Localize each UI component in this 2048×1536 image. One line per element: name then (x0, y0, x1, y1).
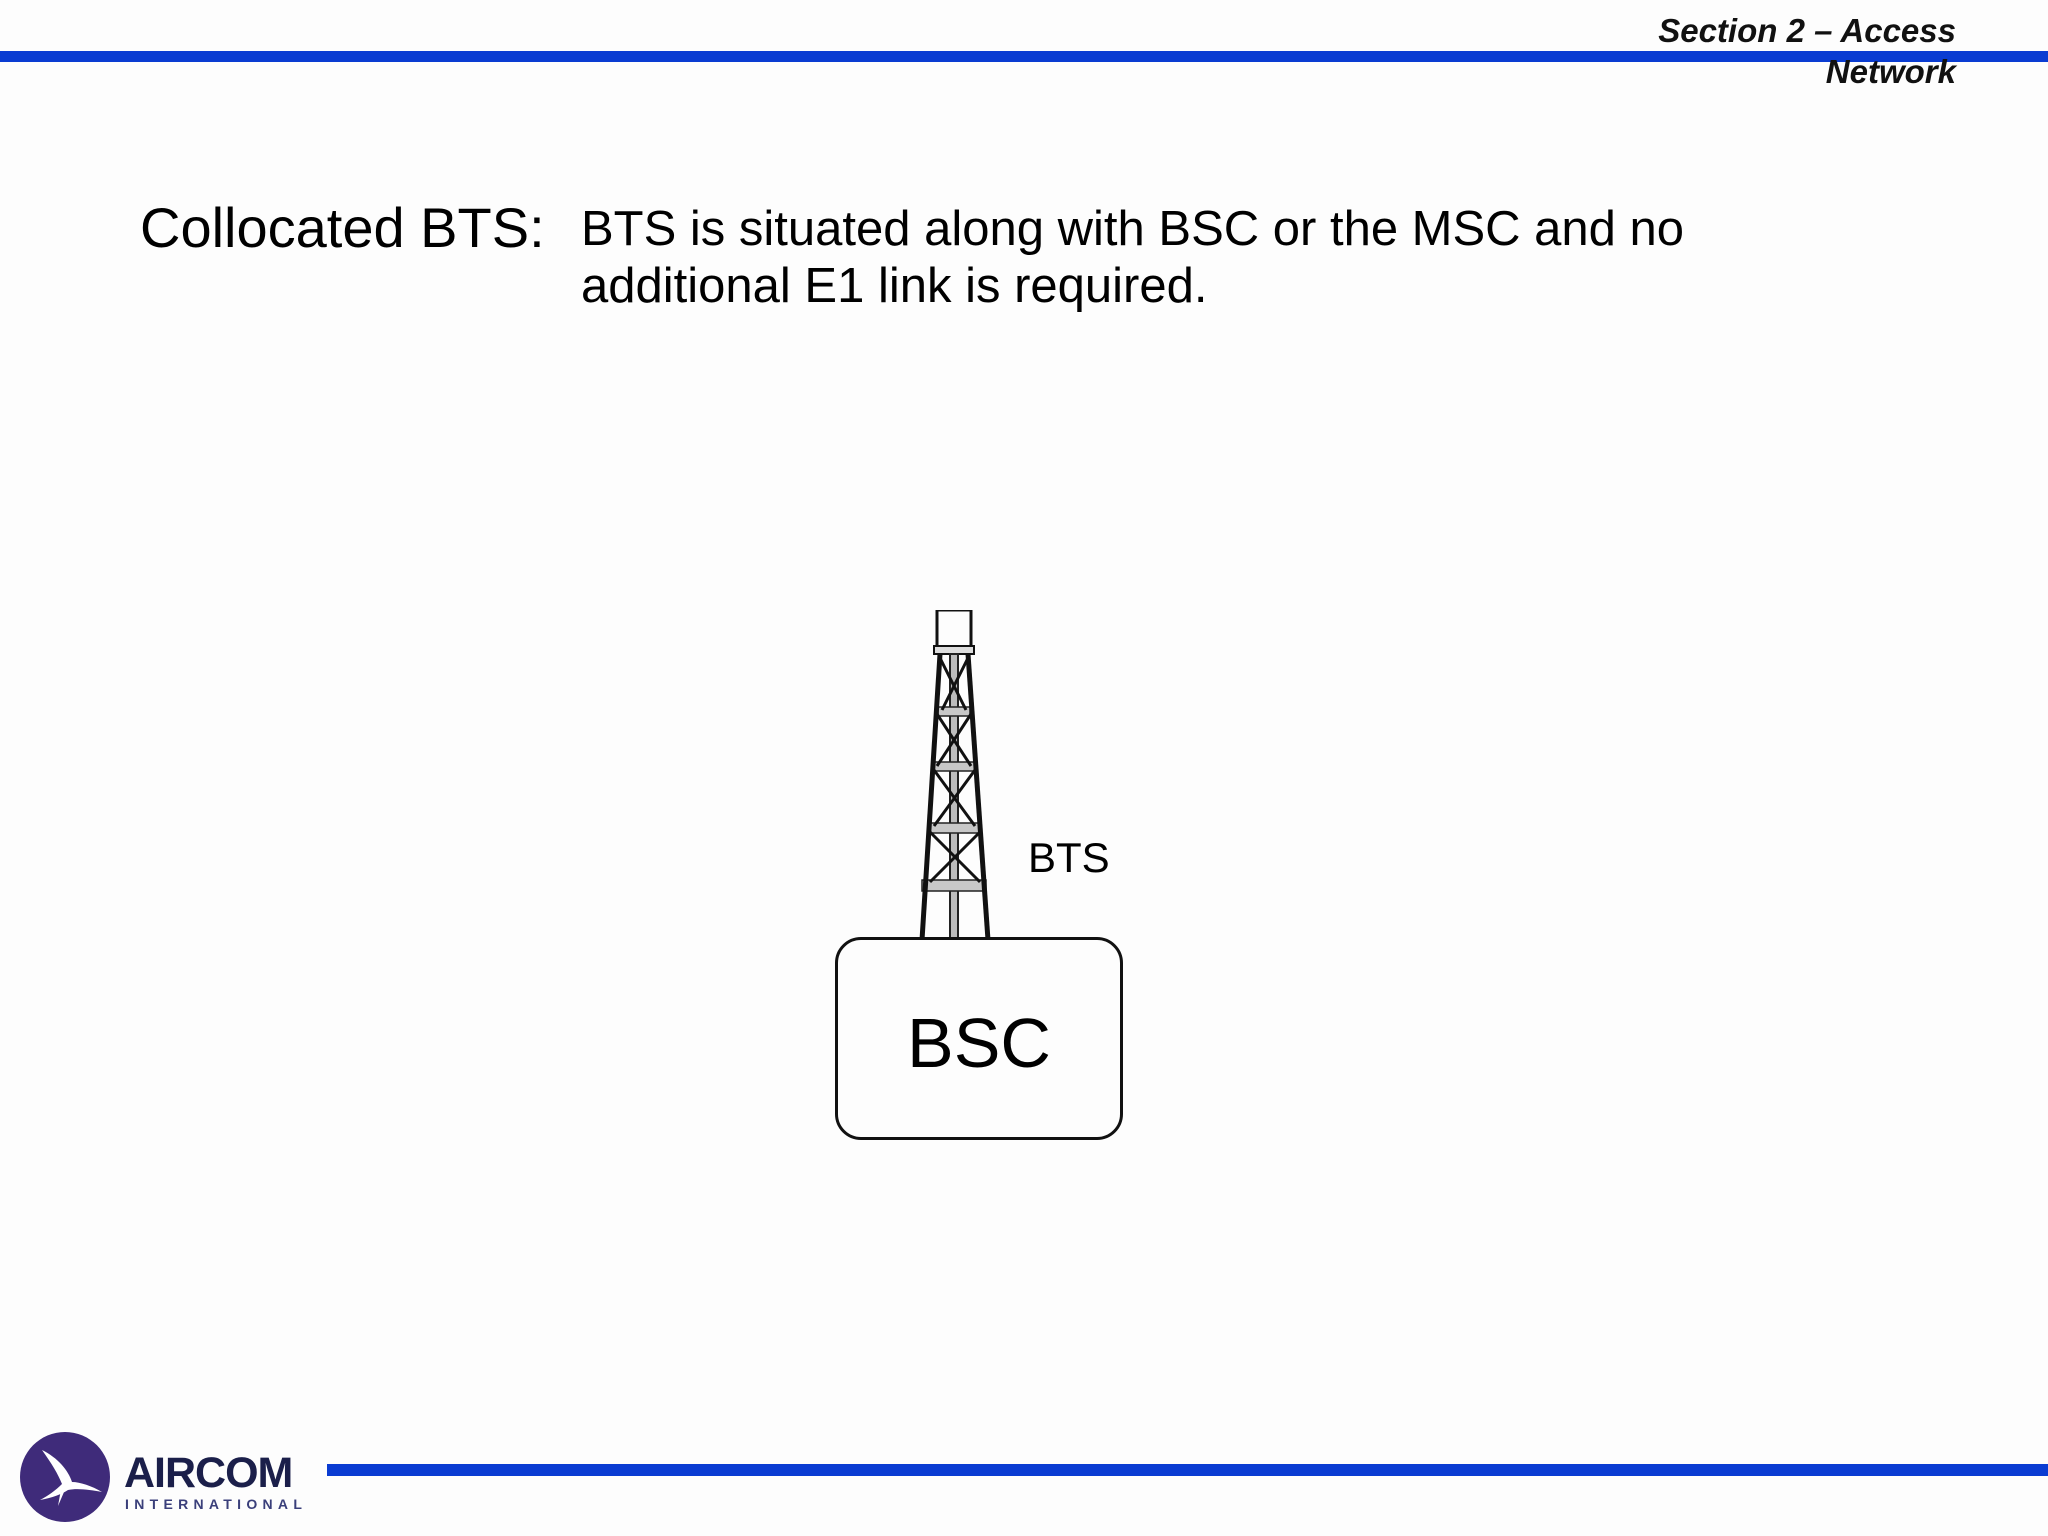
section-title-line-1: Section 2 – Access (1658, 12, 1956, 49)
bts-label: BTS (1028, 834, 1110, 881)
logo-subtitle: INTERNATIONAL (125, 1496, 308, 1512)
bsc-label: BSC (907, 1004, 1051, 1082)
aircom-logo: AIRCOM INTERNATIONAL (18, 1430, 318, 1528)
section-header: Section 2 – Access Network (1556, 10, 1956, 92)
bsc-node: BSC (835, 937, 1123, 1140)
definition-text: BTS is situated along with BSC or the MS… (581, 202, 1685, 313)
section-title-line-2: Network (1825, 53, 1956, 90)
header-rule (0, 51, 2048, 62)
logo-name: AIRCOM (124, 1449, 293, 1497)
definition-term: Collocated BTS: (140, 196, 545, 259)
bts-tower-icon (919, 610, 991, 945)
bird-logo-icon (20, 1432, 110, 1522)
footer-rule (327, 1464, 2048, 1476)
